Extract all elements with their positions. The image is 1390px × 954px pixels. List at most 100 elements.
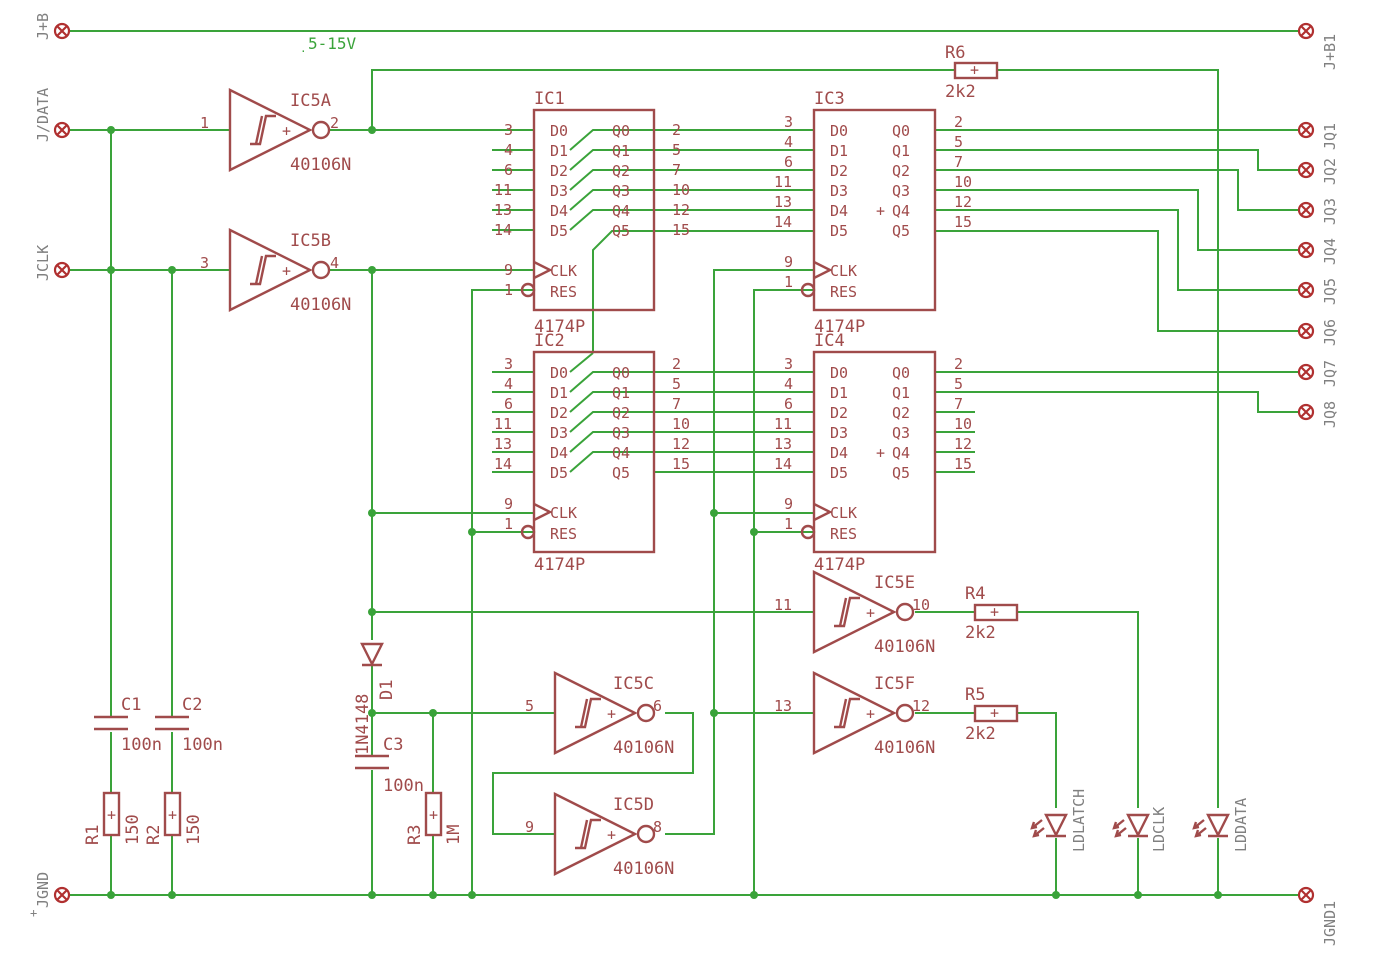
ic1-pinnum-out5: 15 — [672, 221, 690, 239]
gate-ic5c: + 5 6 IC5C 40106N — [525, 671, 674, 758]
r2-value: 150 — [184, 814, 204, 845]
ic4-pinnum-clk: 9 — [784, 495, 793, 513]
gate-plus-mark: + — [282, 262, 291, 280]
ic5f-value: 40106N — [874, 738, 935, 758]
gate-ic5a: + 1 2 IC5A 40106N — [200, 88, 351, 175]
ic1-pin-d1: D1 — [550, 142, 568, 160]
r1-value: 150 — [123, 814, 143, 845]
capacitor-c3: C3 100n — [355, 735, 424, 796]
ic1-pinnum-in1: 4 — [504, 141, 513, 159]
led-clk: LDCLK — [1112, 807, 1168, 852]
resistor-r6: + R6 2k2 — [945, 43, 999, 102]
d1-name: D1 — [377, 680, 397, 700]
ic1-value: 4174P — [534, 317, 585, 337]
ic5b-pin-out: 4 — [330, 254, 339, 272]
ic5a-pin-in: 1 — [200, 114, 209, 132]
gate-ic5b: + 3 4 IC5B 40106N — [200, 228, 351, 315]
gate-plus-mark: + — [607, 705, 616, 723]
capacitor-c2: C2 100n — [155, 695, 223, 755]
ic2-pinnum-out2: 7 — [672, 395, 681, 413]
c1-value: 100n — [121, 735, 162, 755]
c3-value: 100n — [383, 776, 424, 796]
ic3-pinnum-clk: 9 — [784, 253, 793, 271]
r5-name: R5 — [965, 685, 985, 705]
ic4-pinnum-out0: 2 — [954, 355, 963, 373]
origin-mark: . — [300, 42, 307, 55]
ic3-pinnum-in0: 3 — [784, 113, 793, 131]
r3-name: R3 — [405, 825, 425, 845]
ic2-name: IC2 — [534, 331, 565, 351]
c3-name: C3 — [383, 735, 403, 755]
ic1-pin-d4: D4 — [550, 202, 568, 220]
ic2-pin-d0: D0 — [550, 364, 568, 382]
ic4-pin-d2: D2 — [830, 404, 848, 422]
ic5c-value: 40106N — [613, 738, 674, 758]
origin-cross: + — [30, 906, 37, 920]
led-data-label: LDDATA — [1232, 798, 1250, 852]
ic1-pinnum-in2: 6 — [504, 161, 513, 179]
ic2-pinnum-out1: 5 — [672, 375, 681, 393]
ic1-pinnum-out1: 5 — [672, 141, 681, 159]
ic3-pin-q0: Q0 — [892, 122, 910, 140]
ic5d-value: 40106N — [613, 859, 674, 879]
capacitor-c1: C1 100n — [94, 695, 162, 755]
ic2-pin-q4: Q4 — [612, 444, 630, 462]
ic5a-value: 40106N — [290, 155, 351, 175]
ic4-pin-q1: Q1 — [892, 384, 910, 402]
connector-q5-pad — [1297, 281, 1315, 299]
ic2-pin-q2: Q2 — [612, 404, 630, 422]
ic3-pinnum-in5: 14 — [774, 213, 792, 231]
ic5d-pin-in: 9 — [525, 818, 534, 836]
connector-q8-pad — [1297, 403, 1315, 421]
ic3-pin-q5: Q5 — [892, 222, 910, 240]
connector-clk-pad — [53, 261, 71, 279]
ic4-pin-q0: Q0 — [892, 364, 910, 382]
gate-ic5e: + 11 10 IC5E 40106N — [774, 570, 935, 657]
ic2-value: 4174P — [534, 555, 585, 575]
ic4-pin-q3: Q3 — [892, 424, 910, 442]
led-latch-label: LDLATCH — [1070, 789, 1088, 852]
connector-q7-pad — [1297, 363, 1315, 381]
resistor-plus-mark: + — [990, 603, 999, 621]
ic4-pin-clk: CLK — [830, 504, 857, 522]
ic1-pin-clk: CLK — [550, 262, 577, 280]
ic2-pin-d3: D3 — [550, 424, 568, 442]
ic2-pinnum-in4: 13 — [494, 435, 512, 453]
ic5b-name: IC5B — [290, 231, 331, 251]
ic3: + D0 D1 D2 D3 D4 D5 Q0 Q1 Q2 Q3 Q4 Q5 CL… — [774, 89, 972, 337]
ic2-pinnum-out4: 12 — [672, 435, 690, 453]
ic3-pinnum-out2: 7 — [954, 153, 963, 171]
ic1-pin-d5: D5 — [550, 222, 568, 240]
ic1-pinnum-in0: 3 — [504, 121, 513, 139]
ic2-pin-q3: Q3 — [612, 424, 630, 442]
resistor-plus-mark: + — [429, 806, 438, 824]
ic1-pin-q1: Q1 — [612, 142, 630, 160]
ic4-pinnum-out2: 7 — [954, 395, 963, 413]
connector-labels: J+B J/DATA JCLK JGND J+B1 JQ1 JQ2 JQ3 JQ… — [34, 13, 1339, 946]
ic1-pin-res: RES — [550, 283, 577, 301]
ic2-pin-d1: D1 — [550, 384, 568, 402]
ic2-pin-q1: Q1 — [612, 384, 630, 402]
ic4-pin-q2: Q2 — [892, 404, 910, 422]
connector-q1-label: JQ1 — [1321, 123, 1339, 150]
ic2-pin-d4: D4 — [550, 444, 568, 462]
ic1-pin-q5: Q5 — [612, 222, 630, 240]
ic3-pinnum-in1: 4 — [784, 133, 793, 151]
ic4-pinnum-in3: 11 — [774, 415, 792, 433]
ic1-pin-q0: Q0 — [612, 122, 630, 140]
connector-data-label: J/DATA — [34, 88, 52, 142]
ic1-pin-q2: Q2 — [612, 162, 630, 180]
ic5a-pin-out: 2 — [330, 114, 339, 132]
ic1-pinnum-out3: 10 — [672, 181, 690, 199]
c2-value: 100n — [182, 735, 223, 755]
ic1-pin-q3: Q3 — [612, 182, 630, 200]
ic1-pin-d0: D0 — [550, 122, 568, 140]
ic2-pin-d2: D2 — [550, 404, 568, 422]
ic3-pin-q4: Q4 — [892, 202, 910, 220]
ic2: D0 D1 D2 D3 D4 D5 Q0 Q1 Q2 Q3 Q4 Q5 CLK … — [494, 331, 690, 575]
ic1-pinnum-in4: 13 — [494, 201, 512, 219]
ic2-pinnum-out0: 2 — [672, 355, 681, 373]
ic5f-pin-in: 13 — [774, 697, 792, 715]
ic4-value: 4174P — [814, 555, 865, 575]
ic4-pin-d5: D5 — [830, 464, 848, 482]
